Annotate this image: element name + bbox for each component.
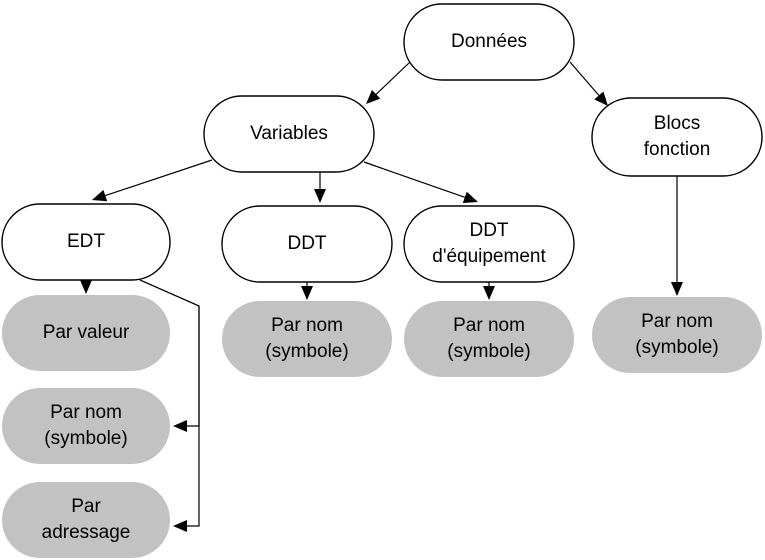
node-label: Données [451, 31, 527, 52]
edge-donnees-to-blocs [569, 61, 608, 106]
gray-pill-shape [222, 301, 392, 377]
node-edt: EDT [1, 203, 171, 281]
arrowhead [80, 280, 92, 294]
edge-line [139, 279, 200, 527]
node-label: d'équipement [432, 246, 546, 267]
gray-pill-shape [404, 301, 574, 377]
edge-variables-to-ddt [314, 172, 326, 203]
node-donnees: Données [403, 3, 575, 81]
node-label: DDT [287, 233, 326, 254]
edge-edt-to-edt-par-valeur [80, 280, 92, 294]
node-blocs-par-nom: Par nom (symbole) [592, 297, 762, 373]
node-label: DDT [469, 220, 508, 241]
arrowhead [92, 189, 108, 202]
node-label: fonction [644, 139, 711, 160]
edge-line [105, 159, 213, 197]
edge-ddt-equip-to-ddt-equip-par-nom [483, 282, 495, 300]
gray-pill-shape [2, 482, 170, 558]
node-edt-par-valeur: Par valeur [2, 295, 170, 371]
node-label: (symbole) [265, 341, 348, 362]
node-label: Variables [250, 123, 328, 144]
node-ddt-equip: DDT d'équipement [403, 205, 575, 283]
gray-pill-shape [2, 388, 170, 464]
node-label: Blocs [654, 113, 700, 134]
arrowhead [483, 286, 495, 300]
arrowhead [173, 520, 187, 532]
node-edt-par-adressage: Par adressage [2, 482, 170, 558]
node-ddt-par-nom: Par nom (symbole) [222, 301, 392, 377]
edges-layer [80, 61, 683, 532]
node-label: Par nom [641, 311, 713, 332]
arrowhead [594, 91, 608, 106]
node-label: adressage [42, 522, 131, 543]
arrowhead [314, 189, 326, 203]
node-ddt-equip-par-nom: Par nom (symbole) [404, 301, 574, 377]
arrowhead [671, 282, 683, 296]
white-pill-shape [591, 97, 763, 177]
node-label: (symbole) [447, 341, 530, 362]
gray-pill-shape [2, 295, 170, 371]
white-pill-shape [1, 203, 171, 281]
node-label: Par valeur [43, 322, 130, 343]
edge-line [569, 61, 600, 96]
edge-line [375, 61, 411, 95]
node-label: Par [71, 496, 101, 517]
node-variables: Variables [203, 95, 375, 173]
node-label: Par nom [50, 402, 122, 423]
node-label: Par nom [453, 315, 525, 336]
edge-variables-to-edt [92, 159, 213, 202]
node-label: Par nom [271, 315, 343, 336]
edge-line [363, 161, 465, 198]
white-pill-shape [403, 3, 575, 81]
edge-blocs-to-blocs-par-nom [671, 176, 683, 296]
arrowhead [366, 89, 381, 104]
white-pill-shape [203, 95, 375, 173]
node-label: (symbole) [635, 337, 718, 358]
node-ddt: DDT [221, 205, 393, 283]
arrowhead [301, 286, 313, 300]
arrowhead [462, 191, 478, 204]
node-blocs: Blocs fonction [591, 97, 763, 177]
node-label: EDT [67, 231, 105, 252]
node-label: (symbole) [44, 428, 127, 449]
node-edt-par-nom: Par nom (symbole) [2, 388, 170, 464]
white-pill-shape [221, 205, 393, 283]
edge-donnees-to-variables [366, 61, 411, 104]
edge-ddt-to-ddt-par-nom [301, 282, 313, 300]
gray-pill-shape [592, 297, 762, 373]
arrowhead [173, 420, 187, 432]
edge-edt-to-edt-par-adressage [139, 279, 200, 532]
white-pill-shape [403, 205, 575, 283]
edge-variables-to-ddt-equip [363, 161, 478, 204]
